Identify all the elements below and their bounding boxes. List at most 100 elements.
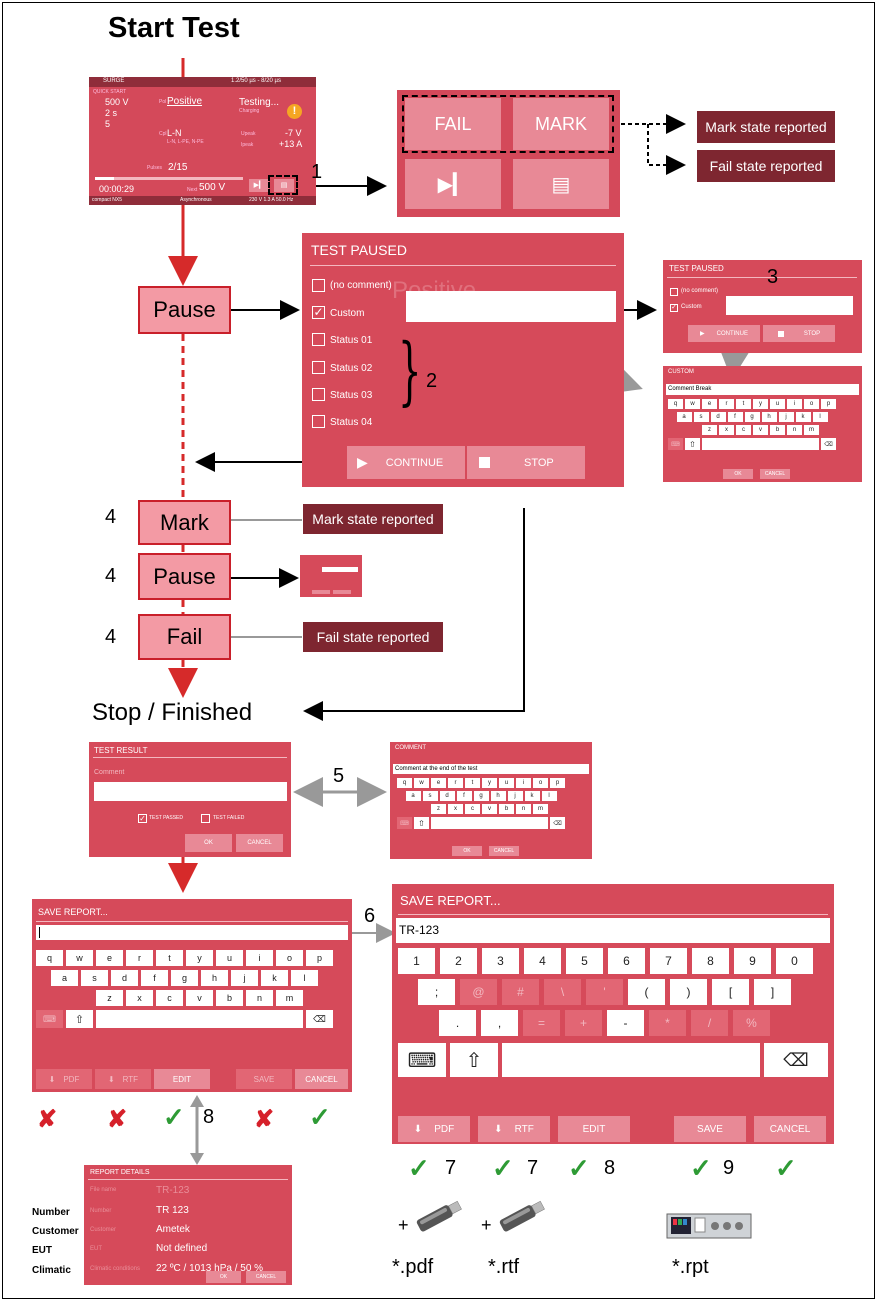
key-v[interactable]: v (186, 990, 213, 1006)
key-g[interactable]: g (473, 791, 489, 801)
status-01-checkbox[interactable] (312, 333, 325, 346)
save-large-edit-button[interactable]: EDIT (558, 1116, 630, 1142)
save-large-save-button[interactable]: SAVE (674, 1116, 746, 1142)
space-key[interactable] (96, 1010, 303, 1028)
key-i[interactable]: i (787, 399, 802, 409)
save-small-save-button[interactable]: SAVE (236, 1069, 292, 1089)
status-03-checkbox[interactable] (312, 388, 325, 401)
key-k[interactable]: k (795, 412, 811, 422)
shift-icon-large[interactable]: ⇧ (450, 1043, 498, 1077)
sym2-key-5[interactable]: * (649, 1010, 686, 1036)
key-x[interactable]: x (126, 990, 153, 1006)
key-o[interactable]: o (804, 399, 819, 409)
num-key-0[interactable]: 0 (776, 948, 813, 974)
sym2-key-0[interactable]: . (439, 1010, 476, 1036)
save-large-rtf-button[interactable]: ⬇RTF (478, 1116, 550, 1142)
sym-key-8[interactable]: ] (754, 979, 791, 1005)
key-b[interactable]: b (499, 804, 514, 814)
num-key-4[interactable]: 4 (524, 948, 561, 974)
key-g[interactable]: g (171, 970, 198, 986)
key-n[interactable]: n (787, 425, 802, 435)
key-o[interactable]: o (276, 950, 303, 966)
key-l[interactable]: l (812, 412, 828, 422)
key-d[interactable]: d (439, 791, 455, 801)
status-02-checkbox[interactable] (312, 361, 325, 374)
key-m[interactable]: m (804, 425, 819, 435)
key-t[interactable]: t (156, 950, 183, 966)
shift-icon[interactable]: ⇧ (414, 817, 429, 829)
comment-kb-input[interactable]: Comment at the end of the test (393, 764, 589, 774)
small-continue-button[interactable]: ▶CONTINUE (688, 325, 760, 342)
key-r[interactable]: r (448, 778, 463, 788)
space-key[interactable] (431, 817, 548, 829)
key-r[interactable]: r (719, 399, 734, 409)
result-comment-input[interactable] (94, 782, 287, 801)
save-small-pdf-button[interactable]: ⬇PDF (36, 1069, 92, 1089)
key-a[interactable]: a (676, 412, 692, 422)
details-ok-button[interactable]: OK (206, 1271, 241, 1283)
backspace-icon[interactable]: ⌫ (821, 438, 836, 450)
key-s[interactable]: s (422, 791, 438, 801)
custom-kb-cancel-button[interactable]: CANCEL (760, 469, 790, 479)
backspace-icon[interactable]: ⌫ (550, 817, 565, 829)
num-key-3[interactable]: 3 (482, 948, 519, 974)
sym2-key-3[interactable]: + (565, 1010, 602, 1036)
key-o[interactable]: o (533, 778, 548, 788)
keyboard-layout-icon[interactable]: ⌨ (668, 438, 683, 450)
report-icon[interactable]: ▤ (274, 179, 294, 192)
key-k[interactable]: k (524, 791, 540, 801)
key-u[interactable]: u (770, 399, 785, 409)
stop-button[interactable]: STOP (467, 446, 585, 479)
key-a[interactable]: a (51, 970, 78, 986)
skip-icon[interactable]: ▶▎ (249, 179, 269, 192)
customer-value[interactable]: Ametek (156, 1224, 190, 1235)
space-key-large[interactable] (502, 1043, 760, 1077)
continue-button[interactable]: ▶CONTINUE (347, 446, 465, 479)
sym-key-6[interactable]: ) (670, 979, 707, 1005)
number-value[interactable]: TR 123 (156, 1205, 189, 1216)
key-q[interactable]: q (36, 950, 63, 966)
key-k[interactable]: k (261, 970, 288, 986)
key-q[interactable]: q (397, 778, 412, 788)
key-e[interactable]: e (431, 778, 446, 788)
space-key[interactable] (702, 438, 819, 450)
key-c[interactable]: c (465, 804, 480, 814)
sym-key-7[interactable]: [ (712, 979, 749, 1005)
keyboard-layout-icon-large[interactable]: ⌨ (398, 1043, 446, 1077)
key-x[interactable]: x (719, 425, 734, 435)
key-p[interactable]: p (550, 778, 565, 788)
test-failed-checkbox[interactable] (201, 814, 210, 823)
sym-key-2[interactable]: # (502, 979, 539, 1005)
custom-kb-ok-button[interactable]: OK (723, 469, 753, 479)
key-w[interactable]: w (685, 399, 700, 409)
test-passed-checkbox[interactable]: ✓ (138, 814, 147, 823)
num-key-6[interactable]: 6 (608, 948, 645, 974)
key-q[interactable]: q (668, 399, 683, 409)
key-z[interactable]: z (431, 804, 446, 814)
key-f[interactable]: f (727, 412, 743, 422)
status-04-checkbox[interactable] (312, 415, 325, 428)
sym-key-1[interactable]: @ (460, 979, 497, 1005)
key-h[interactable]: h (201, 970, 228, 986)
custom-checkbox[interactable]: ✓ (312, 305, 325, 319)
small-stop-button[interactable]: STOP (763, 325, 835, 342)
key-p[interactable]: p (821, 399, 836, 409)
keyboard-layout-icon[interactable]: ⌨ (36, 1010, 63, 1028)
sym2-key-2[interactable]: = (523, 1010, 560, 1036)
custom-kb-input[interactable]: Comment Break (666, 384, 859, 395)
backspace-icon[interactable]: ⌫ (306, 1010, 333, 1028)
small-custom-checkbox[interactable]: ✓ (670, 304, 678, 312)
report-view-icon[interactable]: ▤ (513, 159, 609, 209)
key-t[interactable]: t (736, 399, 751, 409)
key-y[interactable]: y (186, 950, 213, 966)
save-large-input[interactable]: TR-123 (396, 918, 830, 943)
key-j[interactable]: j (507, 791, 523, 801)
key-w[interactable]: w (66, 950, 93, 966)
climatic-value[interactable]: 22 ºC / 1013 hPa / 50 % (156, 1263, 264, 1274)
key-z[interactable]: z (702, 425, 717, 435)
key-s[interactable]: s (81, 970, 108, 986)
sym-key-3[interactable]: \ (544, 979, 581, 1005)
key-h[interactable]: h (490, 791, 506, 801)
result-ok-button[interactable]: OK (185, 834, 232, 852)
save-small-cancel-button[interactable]: CANCEL (295, 1069, 348, 1089)
